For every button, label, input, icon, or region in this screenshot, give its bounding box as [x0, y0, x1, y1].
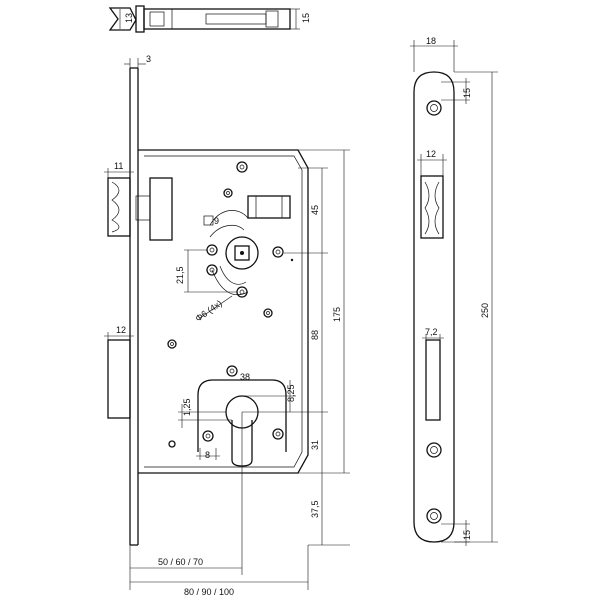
- screw-hole-top: [223, 161, 248, 198]
- dim-strike-latch-width: 12: [426, 149, 436, 159]
- dim-latch-width: 11: [114, 161, 123, 171]
- dim-square-spindle: 9: [214, 216, 219, 226]
- dim-spindle-to-cylinder: 88: [310, 330, 320, 340]
- dim-faceplate-length: 250: [480, 303, 490, 318]
- latch-bolt: [104, 168, 173, 241]
- dim-cylinder-diameter: 38: [240, 372, 250, 382]
- top-view-bolt: [108, 5, 300, 33]
- dim-case-depth: 80 / 90 / 100: [184, 587, 234, 597]
- dim-screw-holes: Φ6 (4x): [193, 298, 223, 324]
- dim-hole-spacing: 21,5: [175, 266, 185, 284]
- dim-cyl-to-bottom: 31: [310, 440, 320, 450]
- front-faceplate: [124, 58, 146, 546]
- dim-lower-bolt-width: 12: [116, 325, 126, 335]
- dim-top-bolt-height: 13: [124, 13, 134, 23]
- leader-screw-holes: [199, 295, 233, 319]
- spindle-follower: [203, 210, 259, 296]
- dim-lines-side: [410, 40, 498, 546]
- lock-case: [138, 149, 309, 474]
- dim-spindle-to-top: 45: [310, 205, 320, 215]
- dim-lines-21-5: [184, 249, 237, 293]
- dim-bottom-margin: 37,5: [310, 500, 320, 518]
- dim-chain-right: [284, 149, 350, 546]
- side-faceplate: [413, 71, 455, 543]
- dim-cyl-hole-spacing: 8: [205, 450, 210, 460]
- inner-bolt-block: [247, 195, 291, 219]
- dim-strike-bolt-width: 7,2: [425, 327, 438, 337]
- dim-lines-cylinder: [178, 380, 296, 460]
- dim-top-bolt-width: 15: [301, 13, 311, 23]
- dim-faceplate-width: 18: [426, 36, 436, 46]
- dim-faceplate-thickness: 3: [146, 54, 151, 64]
- dim-backset: 50 / 60 / 70: [158, 557, 203, 567]
- lower-deadbolt: [104, 332, 134, 419]
- small-hole-left: [167, 339, 177, 448]
- dim-faceplate-hole-bottom: 15: [462, 530, 472, 540]
- dim-total-height: 175: [332, 307, 342, 322]
- dim-cyl-offset-a: 8,25: [286, 384, 296, 402]
- dim-chain-bottom: [129, 545, 309, 590]
- dim-cyl-offset-b: 1,25: [182, 398, 192, 416]
- dim-faceplate-hole-top: 15: [462, 88, 472, 98]
